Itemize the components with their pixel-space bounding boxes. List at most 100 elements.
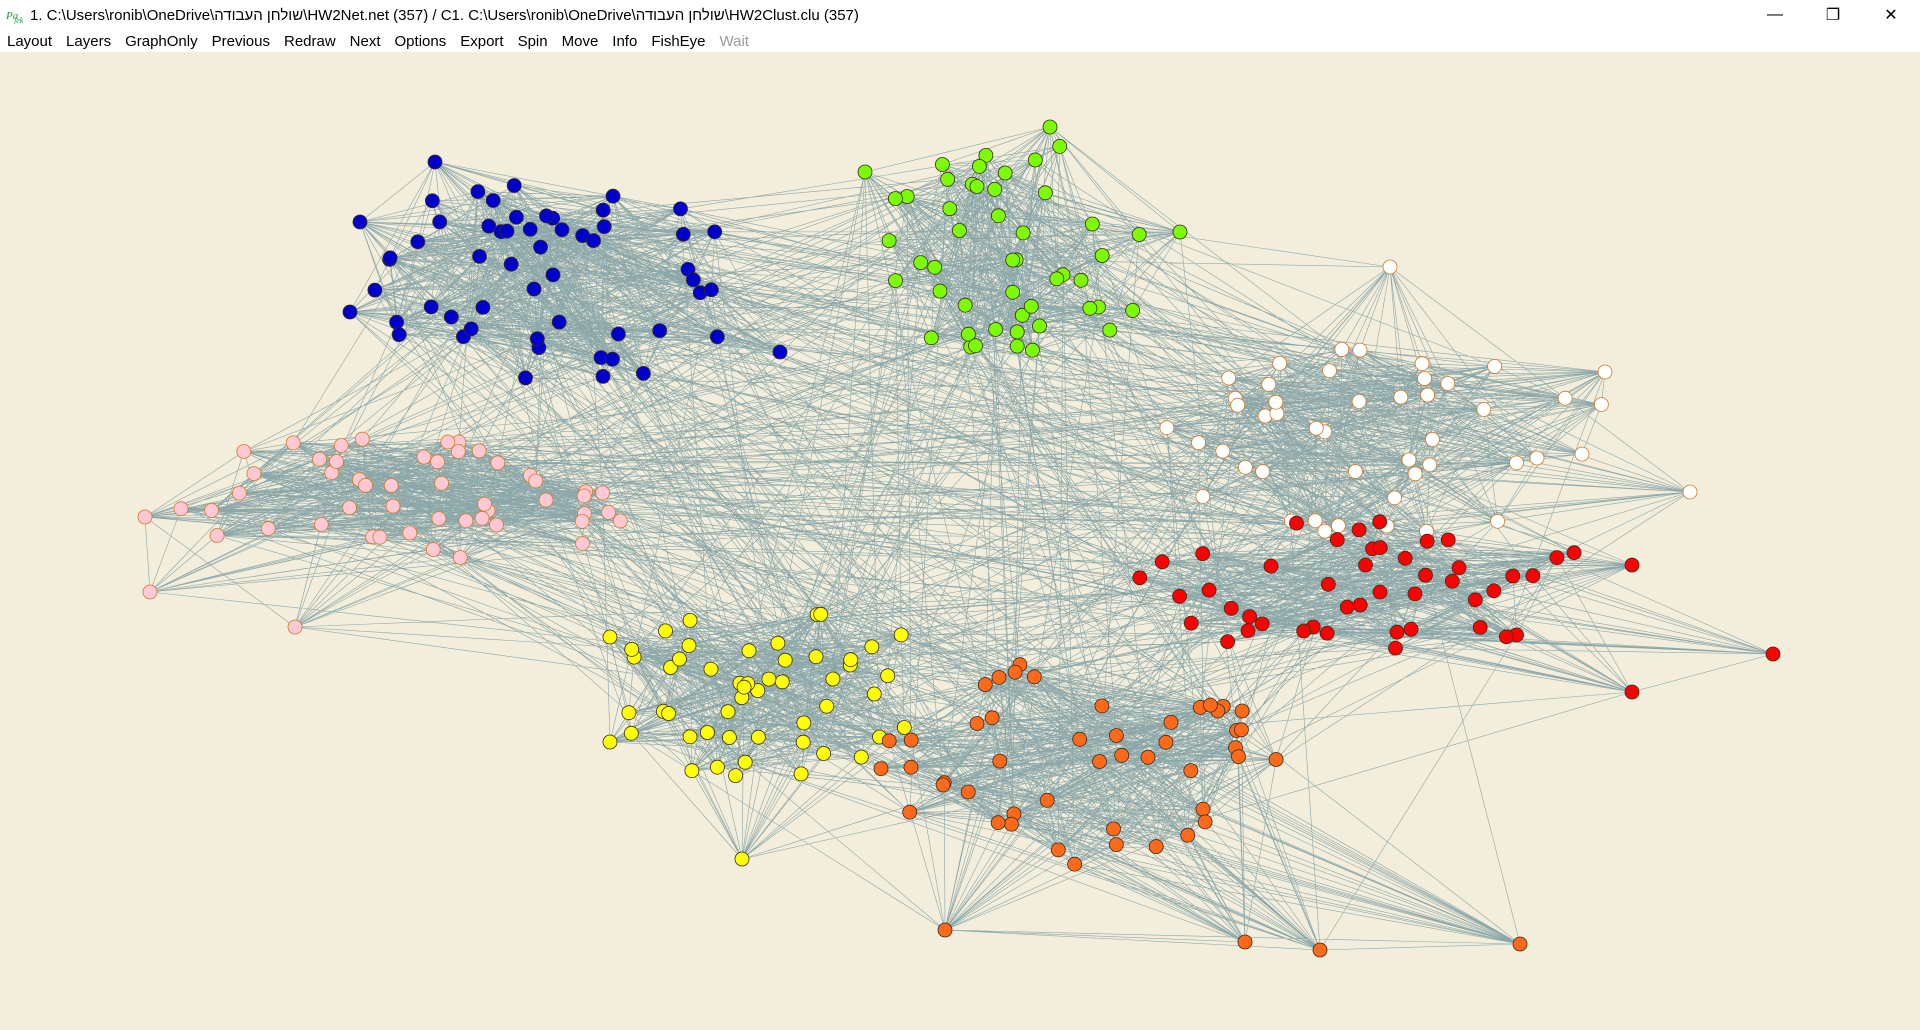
vertex-red[interactable]	[1195, 546, 1211, 562]
vertex-pink[interactable]	[142, 584, 158, 600]
vertex-orange[interactable]	[1180, 827, 1196, 843]
vertex-blue[interactable]	[605, 188, 621, 204]
vertex-yellow[interactable]	[682, 729, 698, 745]
vertex-red[interactable]	[1352, 597, 1368, 613]
vertex-green[interactable]	[1042, 119, 1058, 135]
vertex-white[interactable]	[1422, 457, 1438, 473]
vertex-red[interactable]	[1358, 557, 1373, 573]
vertex-white[interactable]	[1195, 489, 1211, 504]
vertex-red[interactable]	[1351, 522, 1367, 538]
vertex-blue[interactable]	[506, 178, 522, 193]
vertex-orange[interactable]	[1183, 763, 1199, 778]
vertex-blue[interactable]	[382, 250, 398, 266]
vertex-orange[interactable]	[1109, 728, 1124, 743]
vertex-white[interactable]	[1597, 364, 1613, 380]
vertex-red[interactable]	[1549, 550, 1565, 566]
vertex-white[interactable]	[1238, 459, 1253, 475]
vertex-orange[interactable]	[1114, 747, 1130, 763]
vertex-orange[interactable]	[991, 670, 1007, 685]
vertex-red[interactable]	[1486, 583, 1502, 599]
vertex-blue[interactable]	[427, 154, 443, 170]
vertex-white[interactable]	[1221, 370, 1237, 386]
vertex-pink[interactable]	[287, 619, 303, 635]
vertex-blue[interactable]	[685, 272, 701, 288]
vertex-green[interactable]	[1131, 227, 1147, 242]
vertex-green[interactable]	[932, 283, 948, 299]
vertex-green[interactable]	[1102, 322, 1118, 338]
vertex-pink[interactable]	[613, 513, 628, 529]
vertex-blue[interactable]	[424, 193, 440, 209]
vertex-pink[interactable]	[528, 473, 544, 489]
vertex-green[interactable]	[1005, 252, 1021, 268]
vertex-white[interactable]	[1594, 397, 1609, 412]
vertex-blue[interactable]	[475, 299, 491, 315]
vertex-white[interactable]	[1393, 389, 1409, 405]
vertex-green[interactable]	[1027, 152, 1043, 168]
vertex-orange[interactable]	[1007, 664, 1023, 680]
vertex-orange[interactable]	[1140, 749, 1156, 765]
vertex-blue[interactable]	[485, 193, 501, 208]
vertex-green[interactable]	[1052, 139, 1068, 154]
menu-previous[interactable]: Previous	[211, 32, 270, 50]
vertex-white[interactable]	[1159, 420, 1175, 436]
vertex-yellow[interactable]	[777, 652, 793, 668]
vertex-blue[interactable]	[389, 314, 405, 330]
vertex-yellow[interactable]	[602, 629, 618, 645]
vertex-pink[interactable]	[576, 488, 592, 504]
vertex-white[interactable]	[1509, 455, 1524, 471]
vertex-blue[interactable]	[611, 326, 626, 342]
vertex-orange[interactable]	[969, 716, 985, 731]
vertex-yellow[interactable]	[722, 730, 737, 745]
vertex-red[interactable]	[1403, 621, 1419, 637]
vertex-white[interactable]	[1425, 431, 1440, 447]
vertex-red[interactable]	[1624, 557, 1640, 573]
vertex-orange[interactable]	[1197, 814, 1213, 830]
vertex-green[interactable]	[969, 179, 985, 194]
vertex-red[interactable]	[1320, 576, 1336, 592]
vertex-white[interactable]	[1331, 518, 1346, 534]
vertex-blue[interactable]	[463, 321, 479, 337]
vertex-orange[interactable]	[960, 784, 976, 800]
vertex-white[interactable]	[1420, 387, 1435, 403]
vertex-blue[interactable]	[367, 282, 383, 298]
vertex-yellow[interactable]	[728, 768, 743, 783]
vertex-pink[interactable]	[431, 511, 447, 527]
vertex-yellow[interactable]	[624, 642, 640, 657]
vertex-yellow[interactable]	[734, 851, 750, 867]
vertex-yellow[interactable]	[621, 705, 637, 721]
menu-layout[interactable]: Layout	[7, 32, 53, 50]
vertex-orange[interactable]	[1094, 698, 1110, 714]
vertex-orange[interactable]	[1067, 856, 1082, 872]
vertex-white[interactable]	[1440, 376, 1456, 391]
vertex-pink[interactable]	[450, 443, 466, 459]
vertex-white[interactable]	[1191, 435, 1206, 451]
vertex-green[interactable]	[1014, 307, 1030, 323]
vertex-blue[interactable]	[707, 224, 723, 240]
vertex-green[interactable]	[1094, 248, 1110, 263]
vertex-orange[interactable]	[1237, 934, 1253, 950]
vertex-blue[interactable]	[481, 218, 497, 234]
vertex-orange[interactable]	[1072, 731, 1088, 747]
vertex-blue[interactable]	[410, 234, 426, 250]
vertex-blue[interactable]	[503, 256, 519, 272]
vertex-blue[interactable]	[423, 299, 439, 315]
vertex-white[interactable]	[1382, 259, 1398, 275]
vertex-orange[interactable]	[1195, 801, 1211, 817]
vertex-green[interactable]	[1009, 324, 1025, 340]
vertex-green[interactable]	[952, 223, 967, 238]
vertex-pink[interactable]	[402, 525, 418, 541]
menu-spin[interactable]: Spin	[517, 32, 548, 50]
vertex-red[interactable]	[1505, 568, 1521, 584]
vertex-green[interactable]	[1015, 225, 1031, 241]
vertex-pink[interactable]	[372, 529, 388, 545]
vertex-pink[interactable]	[458, 513, 474, 529]
vertex-yellow[interactable]	[843, 652, 859, 668]
vertex-red[interactable]	[1440, 532, 1456, 548]
vertex-yellow[interactable]	[819, 698, 835, 714]
vertex-yellow[interactable]	[602, 734, 618, 750]
vertex-blue[interactable]	[432, 214, 448, 230]
vertex-orange[interactable]	[1148, 839, 1164, 854]
vertex-orange[interactable]	[903, 759, 919, 775]
menu-fisheye[interactable]: FishEye	[651, 32, 706, 50]
vertex-blue[interactable]	[443, 309, 459, 325]
